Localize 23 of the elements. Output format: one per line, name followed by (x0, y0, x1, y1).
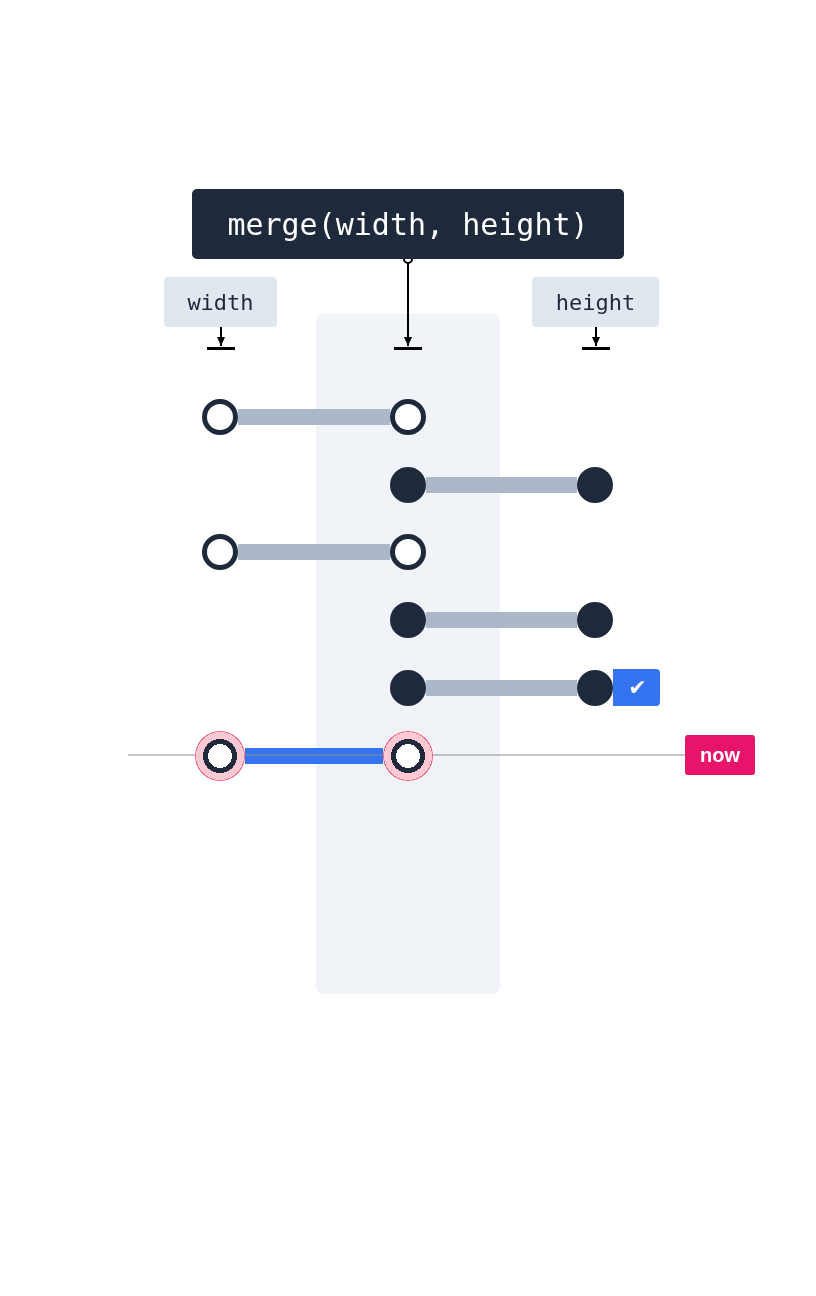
connector-bar (245, 748, 383, 764)
filled-marble (577, 670, 613, 706)
hollow-marble (202, 534, 238, 570)
connector-bar (238, 409, 390, 425)
highlighted-marble (195, 731, 245, 781)
connector-bar (426, 477, 577, 493)
hollow-marble (202, 399, 238, 435)
filled-marble (577, 467, 613, 503)
filled-marble (577, 602, 613, 638)
tick-mark (394, 347, 422, 350)
connector-bar (426, 680, 577, 696)
source-label: height (532, 277, 659, 327)
connector-bar (426, 612, 577, 628)
arrow (592, 326, 600, 347)
arrow (217, 326, 225, 347)
time-line (127, 754, 686, 756)
tick-mark (207, 347, 235, 350)
now-tag: now (685, 735, 755, 775)
source-label: width (164, 277, 277, 327)
check-tag: ✔ (613, 669, 660, 706)
function-label: merge(width, height) (192, 189, 624, 259)
connector-bar (238, 544, 390, 560)
tick-mark (582, 347, 610, 350)
